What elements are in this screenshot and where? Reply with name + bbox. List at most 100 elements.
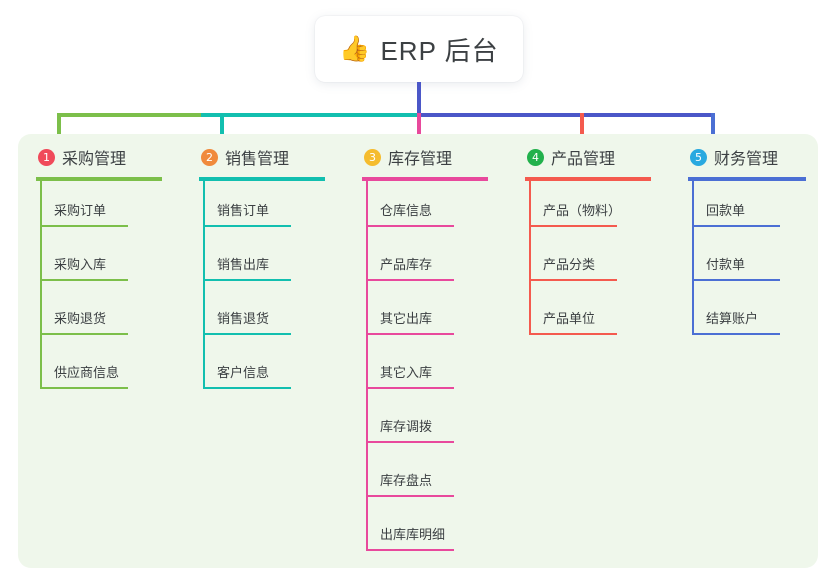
menu-item[interactable]: 其它出库: [344, 289, 506, 343]
menu-item[interactable]: 库存调拨: [344, 397, 506, 451]
menu-item[interactable]: 采购订单: [18, 181, 180, 235]
menu-item[interactable]: 产品库存: [344, 235, 506, 289]
category-header-1[interactable]: 1 采购管理: [18, 144, 180, 170]
category-title: 产品管理: [551, 151, 616, 168]
category-header-2[interactable]: 2 销售管理: [181, 144, 343, 170]
menu-item-underline: [529, 225, 617, 227]
category-spine: [203, 181, 205, 389]
category-header-3[interactable]: 3 库存管理: [344, 144, 506, 170]
menu-item-label: 库存盘点: [380, 473, 433, 488]
menu-item[interactable]: 产品分类: [507, 235, 669, 289]
category-underline: [688, 177, 806, 181]
category-item-list: 采购订单采购入库采购退货供应商信息: [18, 181, 180, 397]
menu-item-underline: [366, 333, 454, 335]
menu-item-underline: [692, 225, 780, 227]
menu-item-label: 销售退货: [217, 311, 270, 326]
menu-item-label: 产品库存: [380, 257, 433, 272]
menu-item-label: 结算账户: [706, 311, 759, 326]
menu-item-label: 仓库信息: [380, 203, 433, 218]
menu-item-label: 供应商信息: [54, 365, 120, 380]
category-spine: [40, 181, 42, 389]
menu-item-underline: [203, 387, 291, 389]
menu-item-label: 产品（物料）: [543, 203, 622, 218]
menu-item[interactable]: 供应商信息: [18, 343, 180, 397]
thumbs-up-icon: 👍: [339, 34, 371, 63]
menu-item-label: 销售出库: [217, 257, 270, 272]
connector-drop-2: [220, 113, 224, 151]
category-badge-icon: 3: [364, 148, 381, 166]
category-badge-icon: 2: [201, 148, 218, 166]
menu-item-label: 销售订单: [217, 203, 270, 218]
menu-item[interactable]: 销售订单: [181, 181, 343, 235]
category-spine: [692, 181, 694, 335]
connector-bar-segment-mid: [201, 113, 419, 117]
category-item-list: 仓库信息产品库存其它出库其它入库库存调拨库存盘点出库库明细: [344, 181, 506, 559]
menu-item-underline: [529, 333, 617, 335]
menu-item-underline: [40, 225, 128, 227]
category-badge-icon: 5: [690, 148, 707, 166]
menu-item-underline: [203, 333, 291, 335]
category-item-list: 销售订单销售出库销售退货客户信息: [181, 181, 343, 397]
menu-item-underline: [692, 333, 780, 335]
menu-item-underline: [40, 333, 128, 335]
menu-item[interactable]: 回款单: [670, 181, 832, 235]
category-badge-icon: 1: [38, 148, 55, 166]
menu-item[interactable]: 出库库明细: [344, 505, 506, 559]
menu-item[interactable]: 产品（物料）: [507, 181, 669, 235]
menu-item-label: 产品单位: [543, 311, 596, 326]
menu-item-underline: [529, 279, 617, 281]
menu-item-label: 出库库明细: [380, 527, 446, 542]
menu-item[interactable]: 结算账户: [670, 289, 832, 343]
menu-item[interactable]: 产品单位: [507, 289, 669, 343]
menu-item-label: 客户信息: [217, 365, 270, 380]
category-item-list: 回款单付款单结算账户: [670, 181, 832, 343]
connector-drop-3: [417, 113, 421, 151]
menu-item-underline: [366, 387, 454, 389]
connector-stem-center: [417, 82, 421, 115]
category-title: 采购管理: [62, 151, 127, 168]
menu-item[interactable]: 采购退货: [18, 289, 180, 343]
category-column-2: 2 销售管理销售订单销售出库销售退货客户信息: [181, 144, 343, 397]
menu-item-label: 采购退货: [54, 311, 107, 326]
category-underline: [36, 177, 162, 181]
category-spine: [529, 181, 531, 335]
connector-bar-segment-right: [417, 113, 713, 117]
menu-item[interactable]: 销售退货: [181, 289, 343, 343]
menu-item-label: 库存调拨: [380, 419, 433, 434]
connector-drop-5: [711, 113, 715, 151]
category-underline: [199, 177, 325, 181]
connector-drop-4: [580, 113, 584, 151]
menu-item-underline: [366, 549, 454, 551]
category-underline: [362, 177, 488, 181]
menu-item[interactable]: 库存盘点: [344, 451, 506, 505]
category-title: 销售管理: [225, 151, 290, 168]
menu-item-underline: [40, 279, 128, 281]
menu-item-label: 其它出库: [380, 311, 433, 326]
category-column-5: 5 财务管理回款单付款单结算账户: [670, 144, 832, 343]
menu-item-underline: [692, 279, 780, 281]
menu-item-label: 付款单: [706, 257, 746, 272]
category-header-5[interactable]: 5 财务管理: [670, 144, 832, 170]
menu-item[interactable]: 付款单: [670, 235, 832, 289]
category-underline: [525, 177, 651, 181]
menu-item[interactable]: 仓库信息: [344, 181, 506, 235]
menu-item[interactable]: 采购入库: [18, 235, 180, 289]
category-title: 库存管理: [388, 151, 453, 168]
menu-item-underline: [40, 387, 128, 389]
menu-item-underline: [203, 279, 291, 281]
menu-item-underline: [203, 225, 291, 227]
root-node-card[interactable]: 👍 ERP 后台: [315, 16, 523, 82]
menu-item[interactable]: 销售出库: [181, 235, 343, 289]
category-column-3: 3 库存管理仓库信息产品库存其它出库其它入库库存调拨库存盘点出库库明细: [344, 144, 506, 559]
menu-item-underline: [366, 441, 454, 443]
category-item-list: 产品（物料） 产品分类产品单位: [507, 181, 669, 343]
menu-item-underline: [366, 495, 454, 497]
category-title: 财务管理: [714, 151, 779, 168]
menu-item[interactable]: 其它入库: [344, 343, 506, 397]
menu-item-underline: [366, 279, 454, 281]
menu-item-label: 回款单: [706, 203, 746, 218]
category-spine: [366, 181, 368, 551]
menu-item[interactable]: 客户信息: [181, 343, 343, 397]
